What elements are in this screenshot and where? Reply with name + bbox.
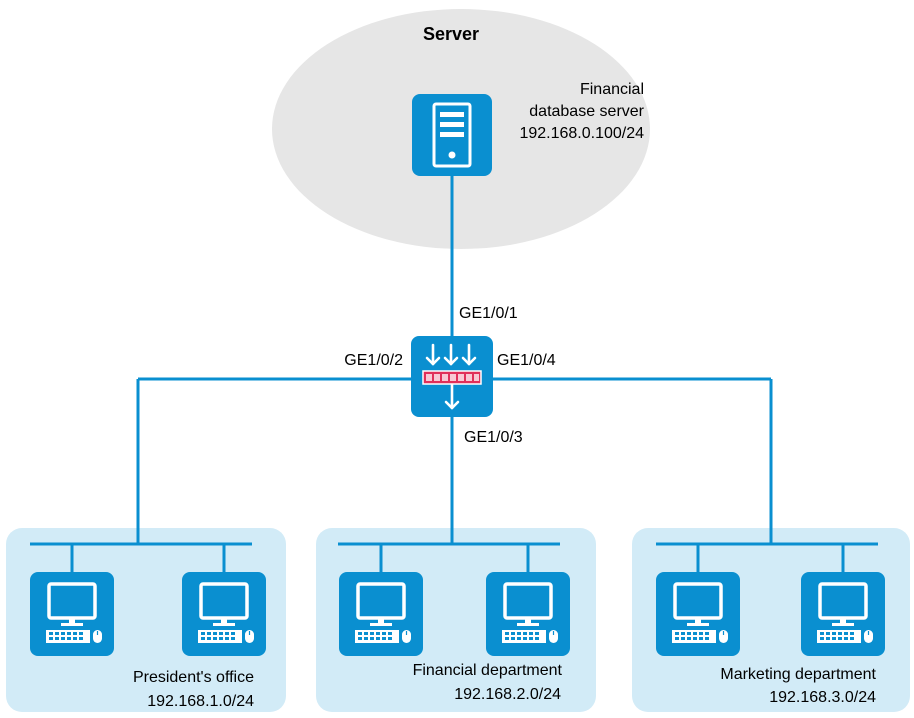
port-label-ge1-0-3: GE1/0/3 bbox=[464, 429, 523, 446]
lan-subnet-marketing-department: 192.168.3.0/24 bbox=[769, 689, 876, 706]
switch-icon bbox=[411, 336, 493, 417]
pc-icon bbox=[28, 570, 116, 658]
lan-name-financial-department: Financial department bbox=[413, 662, 563, 679]
server-zone-title: Server bbox=[423, 24, 479, 44]
port-label-ge1-0-2: GE1/0/2 bbox=[344, 352, 403, 369]
lan-name-presidents-office: President's office bbox=[133, 669, 254, 686]
server-name-line1: Financial bbox=[580, 81, 644, 98]
network-links bbox=[136, 175, 773, 544]
server-ip: 192.168.0.100/24 bbox=[519, 125, 644, 142]
port-label-ge1-0-1: GE1/0/1 bbox=[459, 305, 518, 322]
lan-subnet-presidents-office: 192.168.1.0/24 bbox=[147, 693, 254, 710]
port-label-ge1-0-4: GE1/0/4 bbox=[497, 352, 556, 369]
pc-icon bbox=[180, 570, 268, 658]
pc-icon bbox=[799, 570, 887, 658]
lan-name-marketing-department: Marketing department bbox=[720, 666, 876, 683]
lan-subnet-financial-department: 192.168.2.0/24 bbox=[454, 686, 561, 703]
pc-icon bbox=[337, 570, 425, 658]
pc-icon bbox=[654, 570, 742, 658]
lan-buses bbox=[30, 542, 878, 572]
server-icon bbox=[412, 94, 492, 176]
server-name-line2: database server bbox=[529, 103, 644, 120]
pc-icon bbox=[484, 570, 572, 658]
